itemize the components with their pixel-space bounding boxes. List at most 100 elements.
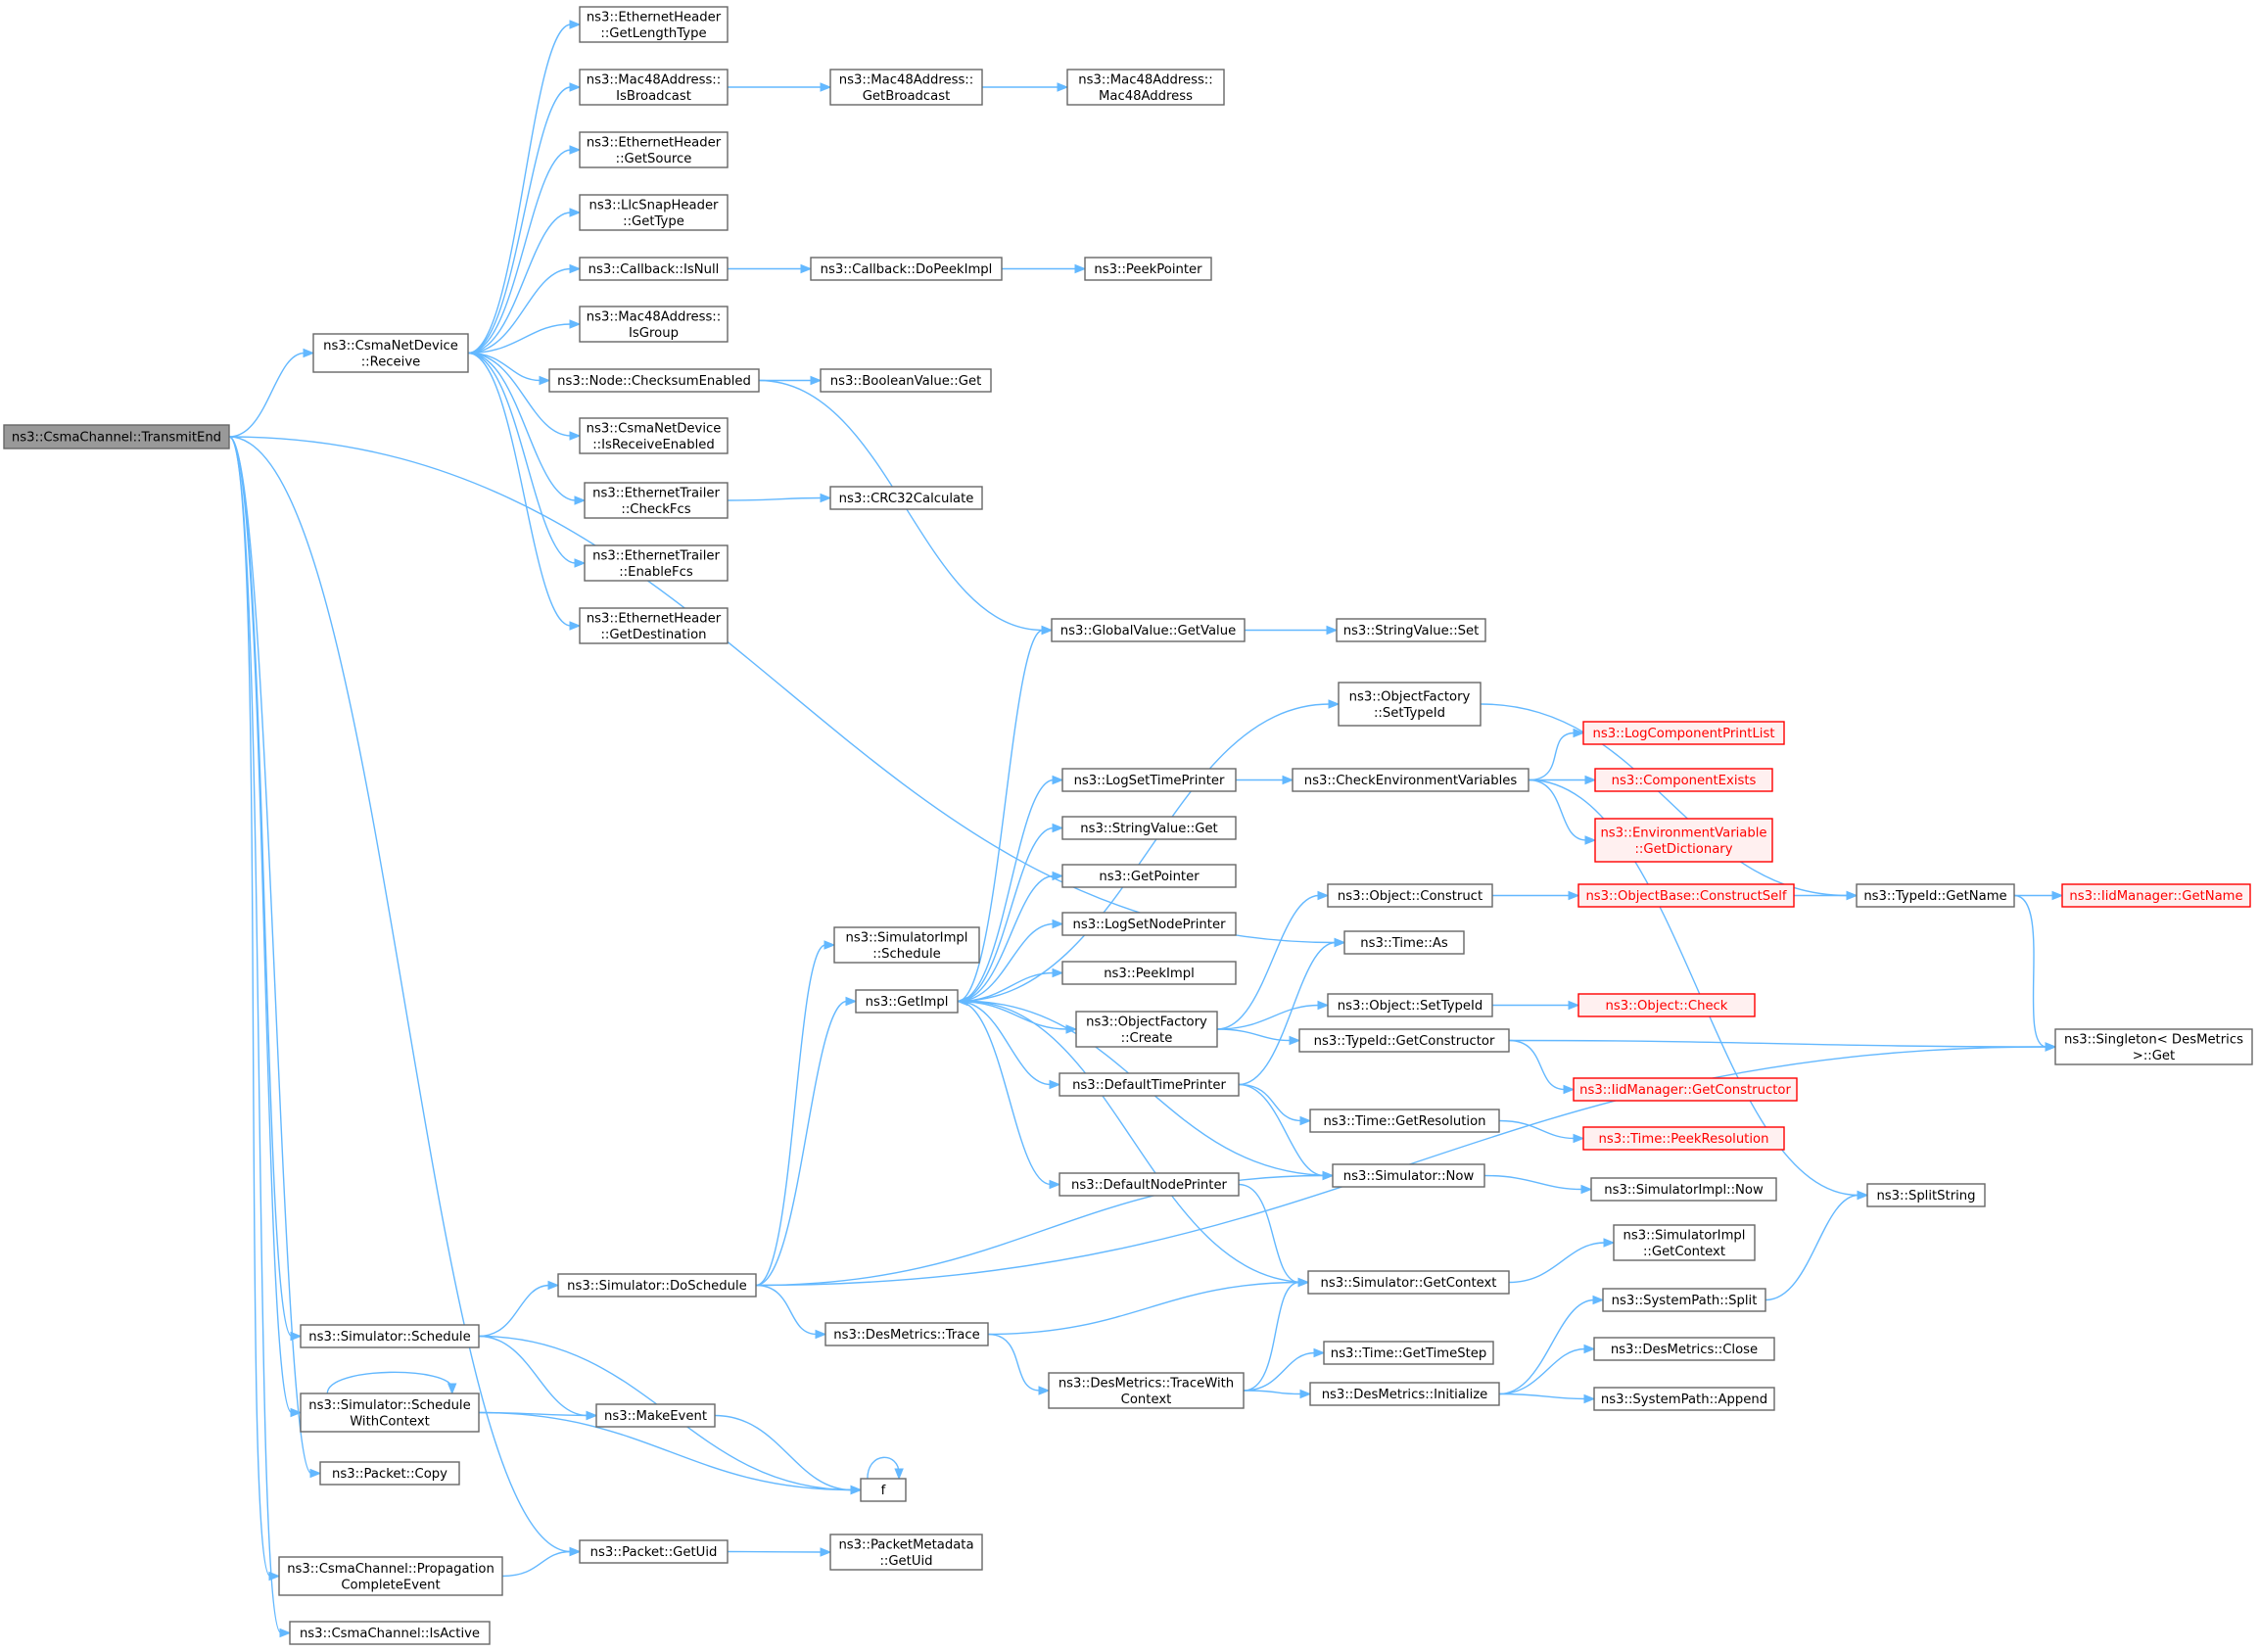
node-llc-get-type[interactable]: ns3::LlcSnapHeader::GetType xyxy=(579,194,729,231)
node-csma-prop-complete[interactable]: ns3::CsmaChannel::PropagationCompleteEve… xyxy=(278,1556,503,1596)
node-label: ns3::StringValue::Set xyxy=(1343,624,1480,638)
edge-arrowhead xyxy=(574,496,587,505)
node-object-set-type-id[interactable]: ns3::Object::SetTypeId xyxy=(1327,993,1493,1017)
node-peek-pointer[interactable]: ns3::PeekPointer xyxy=(1084,257,1212,281)
node-singleton-get[interactable]: ns3::Singleton< DesMetrics >::Get xyxy=(2054,1028,2253,1065)
node-component-exists[interactable]: ns3::ComponentExists xyxy=(1594,768,1773,792)
node-log-set-time-printer[interactable]: ns3::LogSetTimePrinter xyxy=(1061,768,1237,792)
node-eth-get-dest[interactable]: ns3::EthernetHeader::GetDestination xyxy=(579,607,729,644)
edge-arrowhead xyxy=(850,1485,863,1495)
node-get-pointer[interactable]: ns3::GetPointer xyxy=(1061,864,1237,888)
node-box xyxy=(829,486,983,510)
node-default-node-printer[interactable]: ns3::DefaultNodePrinter xyxy=(1059,1172,1240,1197)
node-string-set[interactable]: ns3::StringValue::Set xyxy=(1336,618,1486,642)
node-label: ns3::Simulator::Now xyxy=(1343,1169,1475,1184)
node-mac-get-broadcast[interactable]: ns3::Mac48Address::GetBroadcast xyxy=(829,69,983,106)
node-iid-get-name[interactable]: ns3::IidManager::GetName xyxy=(2061,883,2251,908)
node-desm-close[interactable]: ns3::DesMetrics::Close xyxy=(1593,1337,1775,1361)
edge-of-create-to-object-construct xyxy=(1216,894,1320,1030)
node-crc32[interactable]: ns3::CRC32Calculate xyxy=(829,486,983,510)
edge-arrowhead xyxy=(2051,890,2064,901)
node-box xyxy=(312,333,469,373)
node-log-comp-print-list[interactable]: ns3::LogComponentPrintList xyxy=(1582,721,1785,745)
node-simimpl-now[interactable]: ns3::SimulatorImpl::Now xyxy=(1590,1177,1777,1202)
node-log-set-node-printer[interactable]: ns3::LogSetNodePrinter xyxy=(1061,912,1237,936)
node-split-string[interactable]: ns3::SplitString xyxy=(1866,1183,1986,1207)
node-time-peek-resolution[interactable]: ns3::Time::PeekResolution xyxy=(1582,1126,1785,1151)
node-box xyxy=(1593,1337,1775,1361)
edge-check-env-vars-to-env-get-dict xyxy=(1528,779,1587,841)
node-label: ::GetType xyxy=(623,214,684,229)
node-env-get-dict[interactable]: ns3::EnvironmentVariable::GetDictionary xyxy=(1594,818,1773,863)
node-string-get[interactable]: ns3::StringValue::Get xyxy=(1061,816,1237,840)
node-eth-get-source[interactable]: ns3::EthernetHeader::GetSource xyxy=(579,131,729,168)
node-time-as[interactable]: ns3::Time::As xyxy=(1343,930,1465,955)
node-cb-do-peek-impl[interactable]: ns3::Callback::DoPeekImpl xyxy=(810,257,1003,281)
node-label: ns3::Simulator::DoSchedule xyxy=(567,1279,747,1294)
node-label: >::Get xyxy=(2133,1049,2175,1063)
node-desm-initialize[interactable]: ns3::DesMetrics::Initialize xyxy=(1309,1382,1500,1406)
node-typeid-get-name[interactable]: ns3::TypeId::GetName xyxy=(1856,883,2015,908)
node-mac-is-group[interactable]: ns3::Mac48Address::IsGroup xyxy=(579,306,729,343)
node-label: ns3::Packet::GetUid xyxy=(590,1545,718,1560)
node-label: ns3::DefaultTimePrinter xyxy=(1072,1078,1226,1093)
node-bool-get[interactable]: ns3::BooleanValue::Get xyxy=(820,368,992,393)
edge-arrowhead xyxy=(1299,1115,1312,1126)
node-box xyxy=(829,69,983,106)
node-node-checksum[interactable]: ns3::Node::ChecksumEnabled xyxy=(548,368,760,393)
node-typeid-get-ctor[interactable]: ns3::TypeId::GetConstructor xyxy=(1298,1028,1510,1053)
node-time-get-resolution[interactable]: ns3::Time::GetResolution xyxy=(1309,1109,1500,1133)
node-csma-is-rx-enabled[interactable]: ns3::CsmaNetDevice::IsReceiveEnabled xyxy=(579,417,729,454)
node-eth-check-fcs[interactable]: ns3::EthernetTrailer::CheckFcs xyxy=(584,482,729,519)
node-object-construct[interactable]: ns3::Object::Construct xyxy=(1327,883,1493,908)
edge-arrowhead xyxy=(569,431,582,441)
node-iid-get-ctor[interactable]: ns3::IidManager::GetConstructor xyxy=(1573,1077,1798,1102)
node-label: ns3::Mac48Address:: xyxy=(587,309,721,324)
edge-sim-do-schedule-to-get-impl xyxy=(755,1000,848,1287)
node-check-env-vars[interactable]: ns3::CheckEnvironmentVariables xyxy=(1292,768,1530,792)
edge-arrowhead xyxy=(290,1331,303,1342)
node-eth-get-length-type[interactable]: ns3::EthernetHeader::GetLengthType xyxy=(579,6,729,43)
node-object-check[interactable]: ns3::Object::Check xyxy=(1577,993,1756,1017)
node-csma-is-active[interactable]: ns3::CsmaChannel::IsActive xyxy=(289,1621,491,1645)
node-f[interactable]: f xyxy=(860,1478,907,1502)
node-sim-get-context[interactable]: ns3::Simulator::GetContext xyxy=(1307,1270,1510,1295)
node-global-get-value[interactable]: ns3::GlobalValue::GetValue xyxy=(1051,618,1246,642)
node-of-set-type-id[interactable]: ns3::ObjectFactory::SetTypeId xyxy=(1338,682,1482,727)
node-make-event[interactable]: ns3::MakeEvent xyxy=(595,1403,716,1428)
node-csma-receive[interactable]: ns3::CsmaNetDevice::Receive xyxy=(312,333,469,373)
node-box xyxy=(584,482,729,519)
node-syspath-split[interactable]: ns3::SystemPath::Split xyxy=(1602,1288,1766,1312)
edge-csma-receive-to-csma-is-rx-enabled xyxy=(467,352,572,437)
node-mac-ctor[interactable]: ns3::Mac48Address::Mac48Address xyxy=(1066,69,1225,106)
edge-packet-get-uid-to-pmeta-get-uid xyxy=(727,1550,823,1553)
node-objbase-construct-self[interactable]: ns3::ObjectBase::ConstructSelf xyxy=(1577,883,1795,908)
node-packet-get-uid[interactable]: ns3::Packet::GetUid xyxy=(579,1539,729,1564)
node-syspath-append[interactable]: ns3::SystemPath::Append xyxy=(1593,1387,1775,1411)
node-label: ns3::LogSetNodePrinter xyxy=(1072,918,1226,932)
node-simimpl-get-context[interactable]: ns3::SimulatorImpl::GetContext xyxy=(1613,1224,1756,1261)
node-simimpl-schedule[interactable]: ns3::SimulatorImpl::Schedule xyxy=(833,926,980,964)
node-default-time-printer[interactable]: ns3::DefaultTimePrinter xyxy=(1059,1072,1240,1097)
node-sim-now[interactable]: ns3::Simulator::Now xyxy=(1332,1163,1485,1188)
node-pmeta-get-uid[interactable]: ns3::PacketMetadata::GetUid xyxy=(829,1534,983,1571)
node-of-create[interactable]: ns3::ObjectFactory::Create xyxy=(1075,1011,1218,1048)
node-get-impl[interactable]: ns3::GetImpl xyxy=(855,989,959,1014)
node-sim-schedule[interactable]: ns3::Simulator::Schedule xyxy=(300,1324,480,1348)
node-box xyxy=(1866,1183,1986,1207)
node-cb-is-null[interactable]: ns3::Callback::IsNull xyxy=(579,257,729,281)
node-eth-enable-fcs[interactable]: ns3::EthernetTrailer::EnableFcs xyxy=(584,544,729,582)
node-time-get-timestep[interactable]: ns3::Time::GetTimeStep xyxy=(1323,1341,1494,1365)
node-box xyxy=(278,1556,503,1596)
node-sim-do-schedule[interactable]: ns3::Simulator::DoSchedule xyxy=(557,1273,757,1298)
edge-desm-initialize-to-syspath-split xyxy=(1498,1298,1595,1395)
node-peek-impl[interactable]: ns3::PeekImpl xyxy=(1061,961,1237,985)
node-mac-is-broadcast[interactable]: ns3::Mac48Address::IsBroadcast xyxy=(579,69,729,106)
edge-csma-receive-to-llc-get-type xyxy=(467,212,572,354)
node-packet-copy[interactable]: ns3::Packet::Copy xyxy=(319,1461,460,1486)
edge-arrowhead xyxy=(586,1410,598,1421)
node-desm-trace[interactable]: ns3::DesMetrics::Trace xyxy=(824,1322,989,1346)
node-transmit-end[interactable]: ns3::CsmaChannel::TransmitEnd xyxy=(3,424,230,449)
